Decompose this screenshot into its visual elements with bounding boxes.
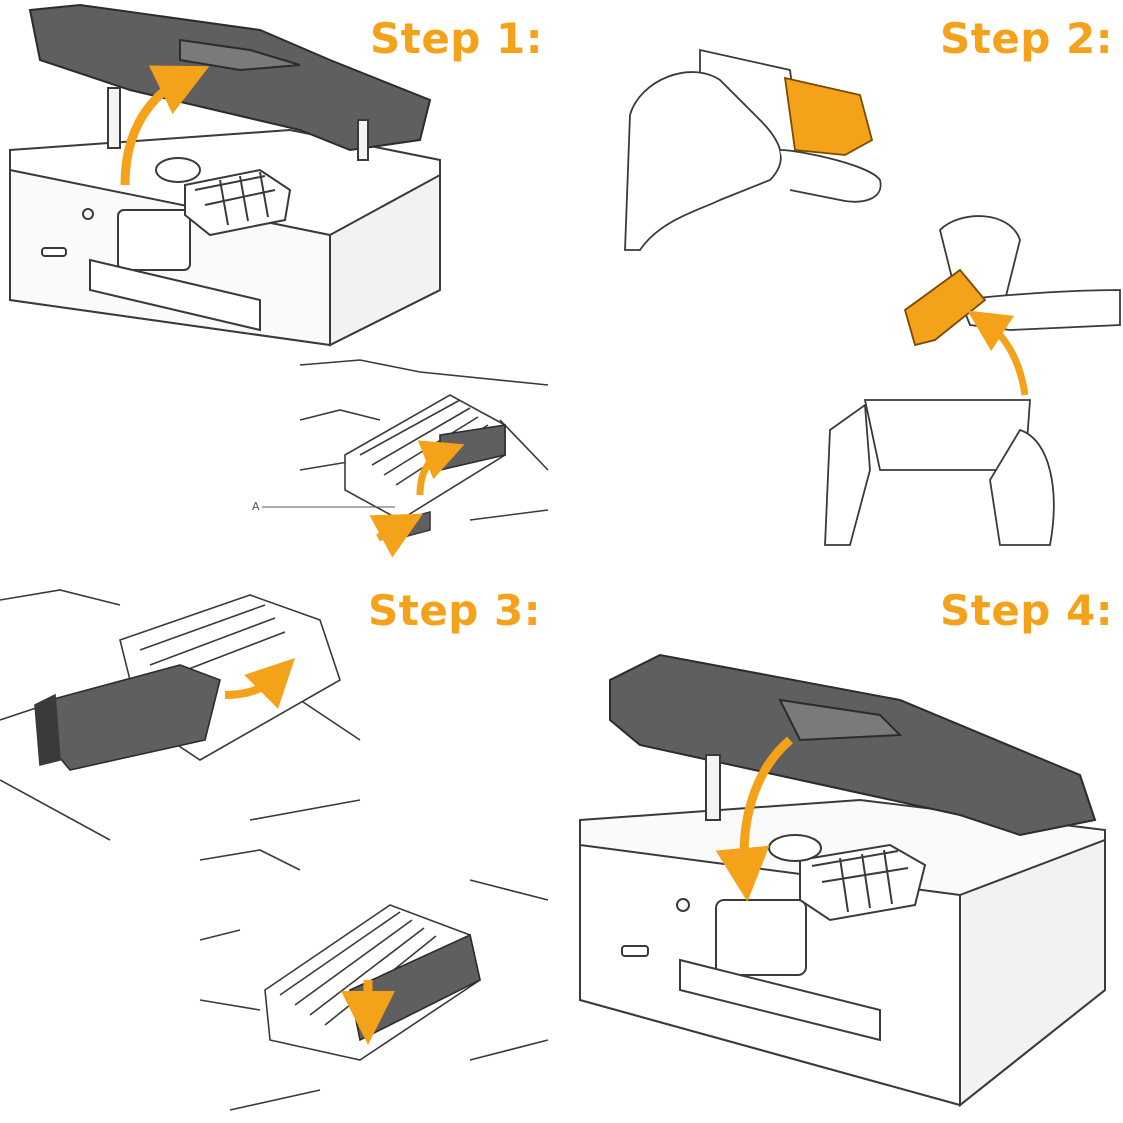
step4-printer-illustration xyxy=(579,653,1106,1108)
step4-close-arrow-icon xyxy=(715,736,793,902)
step1-push-arrow-icon xyxy=(369,513,424,558)
step2-pull-arrow-icon xyxy=(967,310,1029,396)
step-4-label: Step 4: xyxy=(940,586,1114,635)
step-1-label: Step 1: xyxy=(370,14,544,63)
step3-insert-illustration xyxy=(0,570,362,845)
step1-release-arrow-icon xyxy=(416,440,465,496)
step3-detail-illustration xyxy=(199,849,549,1111)
step1-lift-arrow-icon xyxy=(120,65,210,186)
step-3-label: Step 3: xyxy=(368,586,542,635)
callout-a-label: A xyxy=(252,500,260,513)
step3-insert-arrow-icon xyxy=(224,658,295,709)
step-2-label: Step 2: xyxy=(940,14,1114,63)
step1-printer-illustration xyxy=(9,3,441,347)
step2-hands-illustration xyxy=(624,48,1121,546)
step1-detail-illustration xyxy=(262,358,549,546)
